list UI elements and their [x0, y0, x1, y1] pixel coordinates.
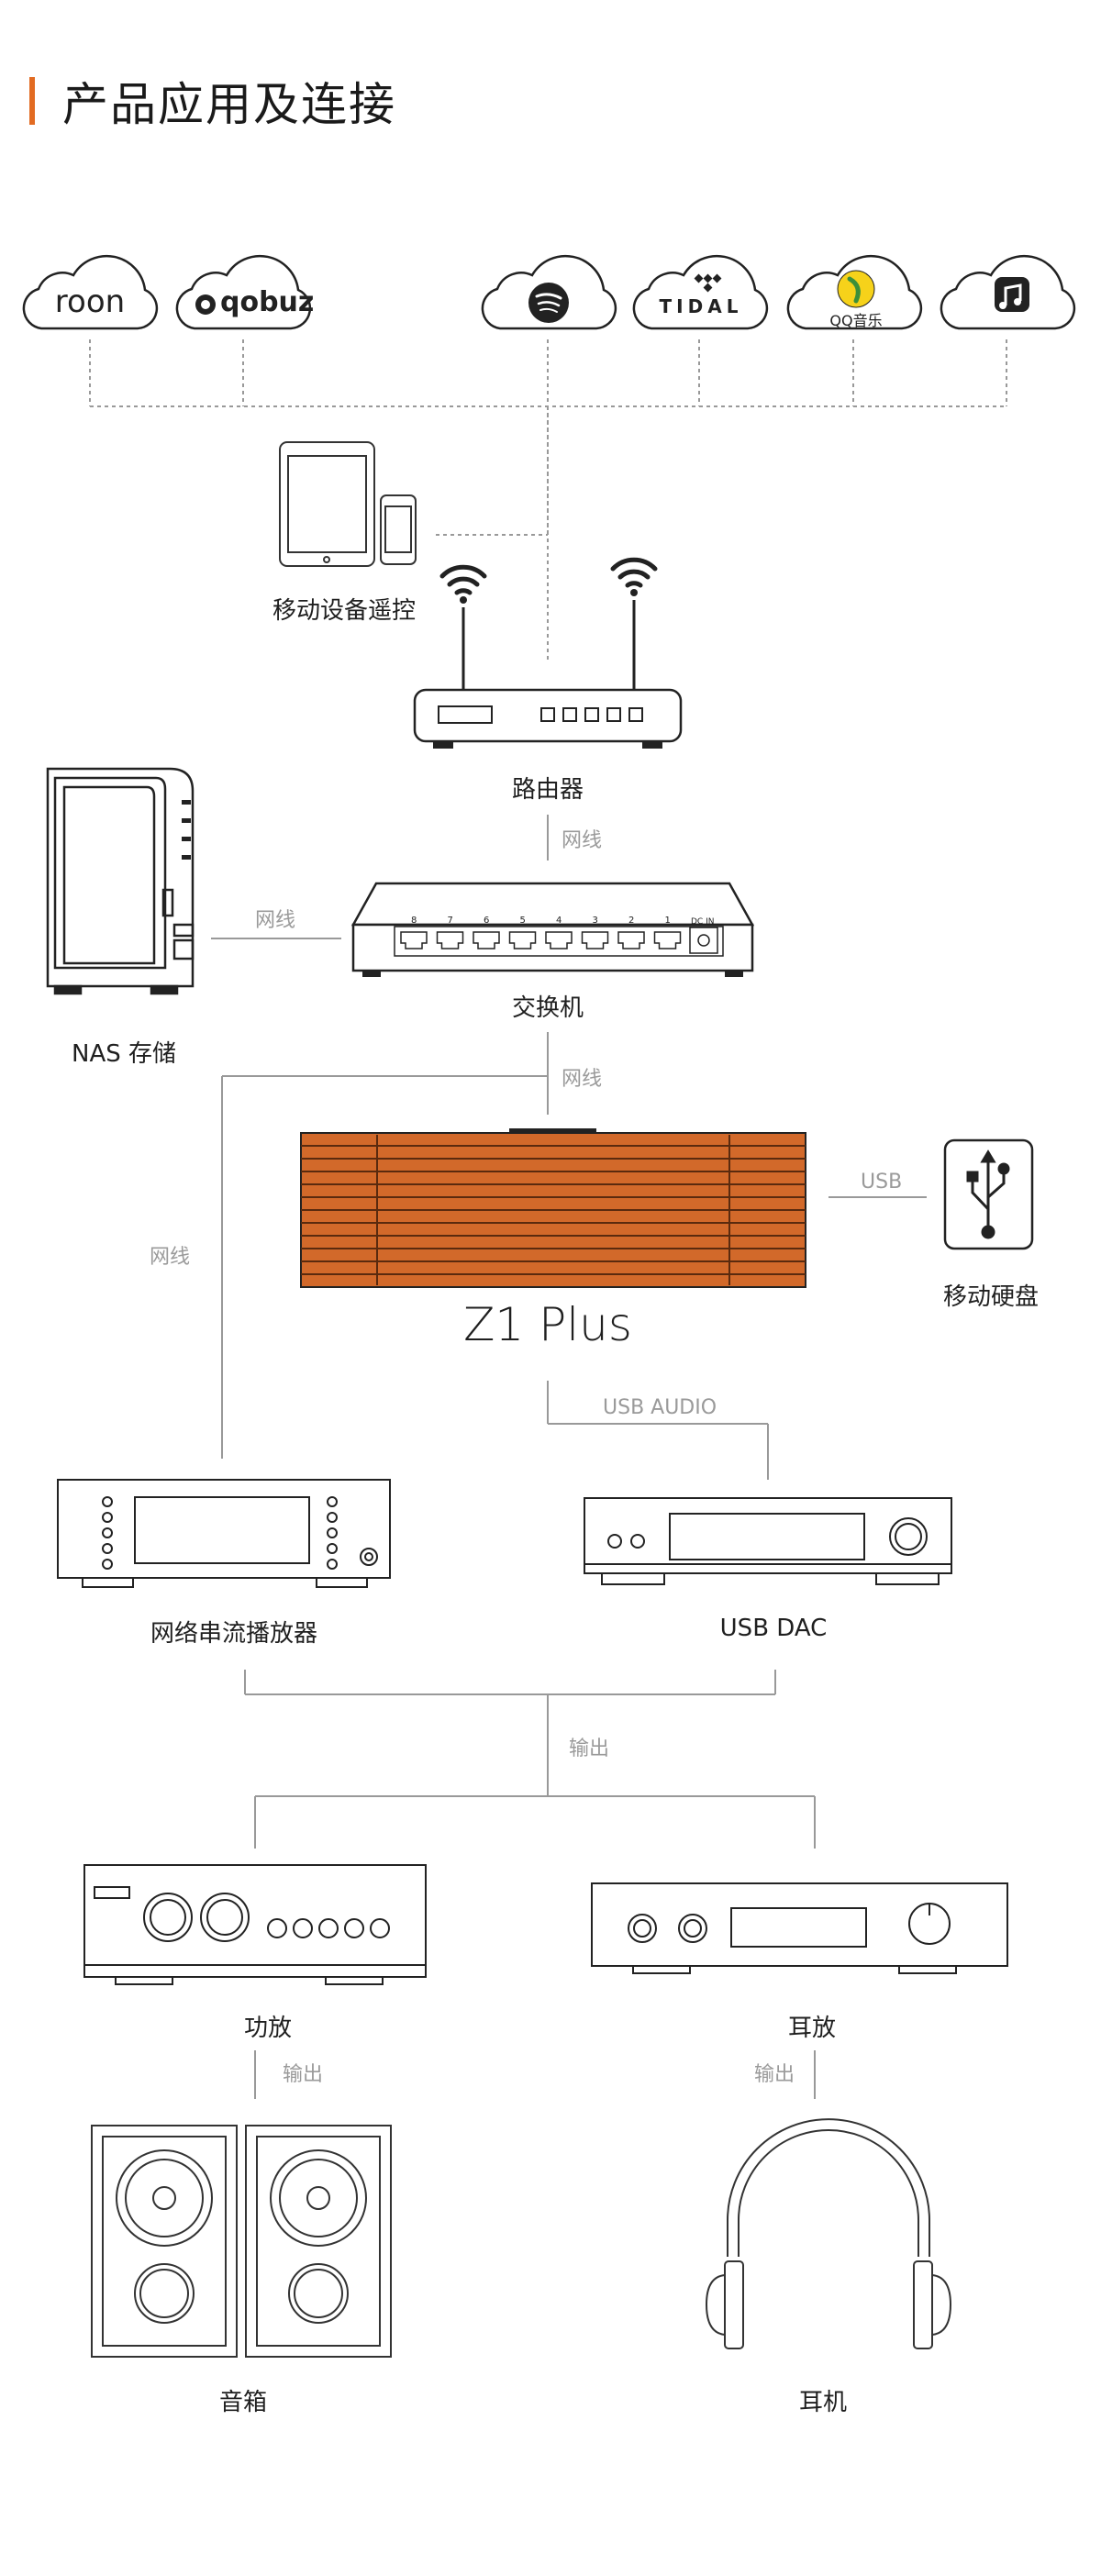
switch-port-label: 8: [411, 916, 417, 926]
switch-icon: 8 7 6 5 4 3 2 1 DC IN: [350, 882, 755, 977]
switch-port-label: 6: [484, 916, 489, 926]
switch-port-2: [617, 931, 645, 949]
headphone-amp-icon: [591, 1882, 1008, 1974]
qobuz-logo-icon: [195, 294, 216, 315]
switch-port-7: [436, 931, 464, 949]
nas-label: NAS 存储: [71, 1040, 177, 1068]
page-header: 产品应用及连接: [29, 73, 396, 131]
switch-port-1: [653, 931, 682, 949]
output-tree-lines: [244, 1670, 816, 1849]
wifi-icon: [439, 557, 658, 595]
mobile-label: 移动设备遥控: [272, 597, 417, 625]
qobuz-label: qobuz: [220, 286, 315, 318]
cloud-dotted-lines: [89, 339, 1007, 661]
usb-audio-lines: [547, 1381, 769, 1480]
roon-cloud: [22, 254, 159, 330]
page-title: 产品应用及连接: [62, 78, 396, 131]
headphone-amp-label: 耳放: [787, 2015, 837, 2042]
product-name: Z1 Plus: [463, 1298, 632, 1351]
music-note-icon: [995, 277, 1029, 312]
streamer-icon: [57, 1479, 391, 1588]
z1-plus-device: [300, 1128, 806, 1288]
usb-dac-label: USB DAC: [719, 1615, 828, 1642]
switch-port-label: 2: [628, 916, 634, 926]
switch-label: 交换机: [511, 994, 584, 1022]
switch-port-8: [400, 931, 428, 949]
qq-music-label: QQ音乐: [829, 312, 883, 329]
amp-label: 功放: [243, 2015, 293, 2042]
headphones-icon: [705, 2118, 952, 2349]
z1-streamer-cable-label: 网线: [150, 1246, 191, 1269]
switch-port-label: 1: [665, 916, 671, 926]
spotify-icon: [528, 283, 569, 323]
amplifier-icon: [83, 1864, 427, 1985]
switch-down-lines: [221, 1032, 549, 1459]
roon-label: roon: [54, 283, 126, 320]
switch-port-6: [473, 931, 500, 949]
switch-port-5: [508, 931, 537, 949]
router-label: 路由器: [511, 776, 584, 804]
usb-drive-icon: [943, 1138, 1034, 1250]
switch-port-label: 5: [520, 916, 526, 926]
switch-port-label: 3: [593, 916, 598, 926]
switch-port-label: 4: [556, 916, 562, 926]
tidal-label: TIDAL: [659, 295, 743, 317]
router-icon: [413, 557, 683, 749]
speakers-label: 音箱: [218, 2389, 268, 2416]
usb-dac-icon: [584, 1497, 952, 1585]
switch-port-4: [545, 931, 573, 949]
title-accent-bar: [29, 77, 35, 125]
switch-port-3: [581, 931, 609, 949]
nas-icon: [46, 767, 195, 995]
speakers-icon: [91, 2125, 392, 2358]
streamer-label: 网络串流播放器: [150, 1620, 318, 1648]
router-switch-cable-label: 网线: [562, 829, 603, 852]
tablet-phone-icon: [279, 441, 417, 567]
usb-drive-label: 移动硬盘: [942, 1283, 1040, 1311]
usb-audio-cable-label: USB AUDIO: [603, 1396, 717, 1419]
usb-cable-label: USB: [861, 1171, 903, 1194]
switch-dcin-label: DC IN: [691, 917, 714, 927]
output-sub-lines: [254, 2050, 816, 2099]
tidal-cloud: [632, 254, 769, 330]
usb-symbol-icon: [966, 1149, 1010, 1239]
hpamp-output-label: 输出: [754, 2063, 795, 2086]
switch-port-label: 7: [448, 916, 453, 926]
switch-z1-cable-label: 网线: [562, 1068, 603, 1091]
main-output-label: 输出: [569, 1738, 610, 1760]
qq-music-logo-icon: [837, 270, 875, 308]
amp-output-label: 输出: [283, 2063, 324, 2086]
tidal-logo-icon: [694, 273, 722, 293]
headphones-label: 耳机: [798, 2389, 848, 2416]
nas-switch-cable-label: 网线: [255, 909, 296, 932]
